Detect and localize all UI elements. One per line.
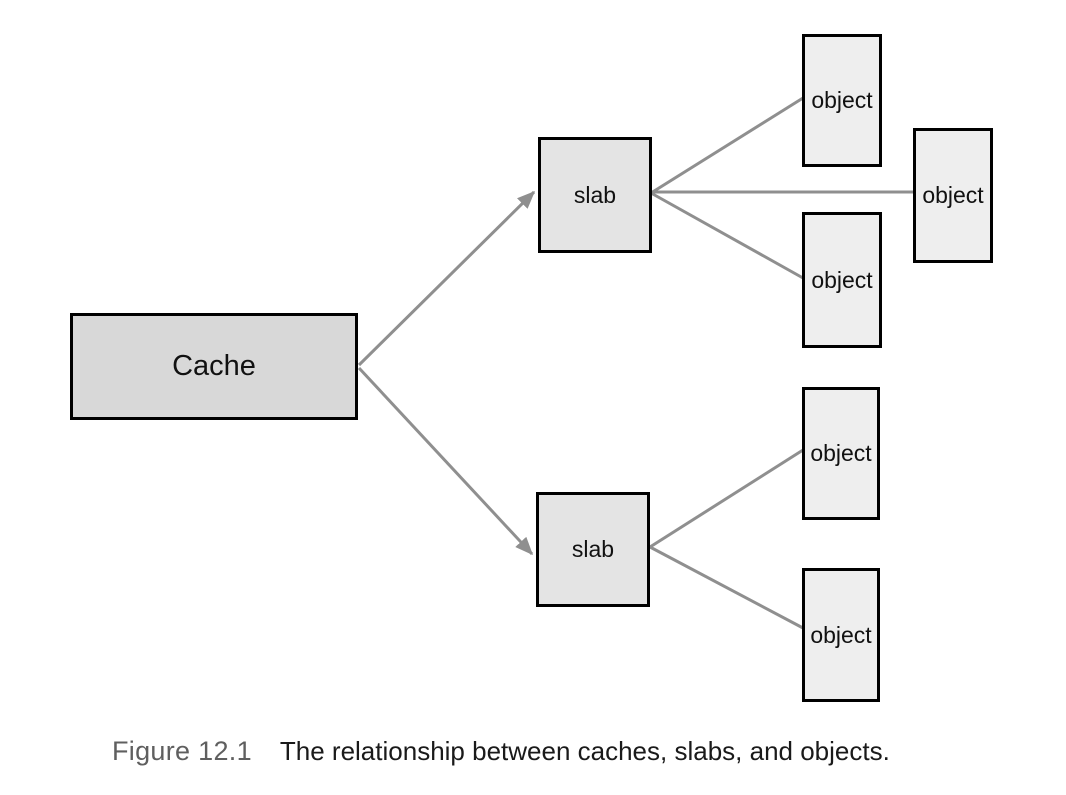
object-node-5: object	[802, 568, 880, 702]
slab-top-node: slab	[538, 137, 652, 253]
object-node-1: object	[802, 34, 882, 167]
object-label-2: object	[922, 182, 984, 208]
object-label-5: object	[810, 621, 872, 648]
figure-caption-text: The relationship between caches, slabs, …	[279, 736, 890, 766]
slab-top-label: slab	[573, 181, 617, 208]
arrow-cache-to-top-slab	[357, 190, 536, 367]
arrow-cache-to-bottom-slab	[357, 366, 534, 556]
object-node-4: object	[802, 387, 880, 520]
cache-node: Cache	[70, 313, 358, 420]
figure-number: Figure 12.1	[112, 736, 252, 766]
line-top-slab-to-object-1	[650, 96, 804, 195]
line-top-slab-to-object-3	[650, 191, 804, 280]
line-bottom-slab-to-object-5	[649, 545, 804, 630]
object-node-3: object	[802, 212, 882, 348]
object-label-1: object	[811, 87, 873, 113]
object-node-2: object	[913, 128, 993, 263]
object-label-4: object	[810, 440, 872, 466]
cache-label: Cache	[172, 350, 256, 382]
line-bottom-slab-to-object-4	[649, 448, 804, 549]
figure-caption: Figure 12.1 The relationship between cac…	[112, 736, 1012, 767]
object-label-3: object	[811, 266, 873, 293]
slab-bottom-node: slab	[536, 492, 650, 607]
slab-bottom-label: slab	[571, 536, 615, 562]
